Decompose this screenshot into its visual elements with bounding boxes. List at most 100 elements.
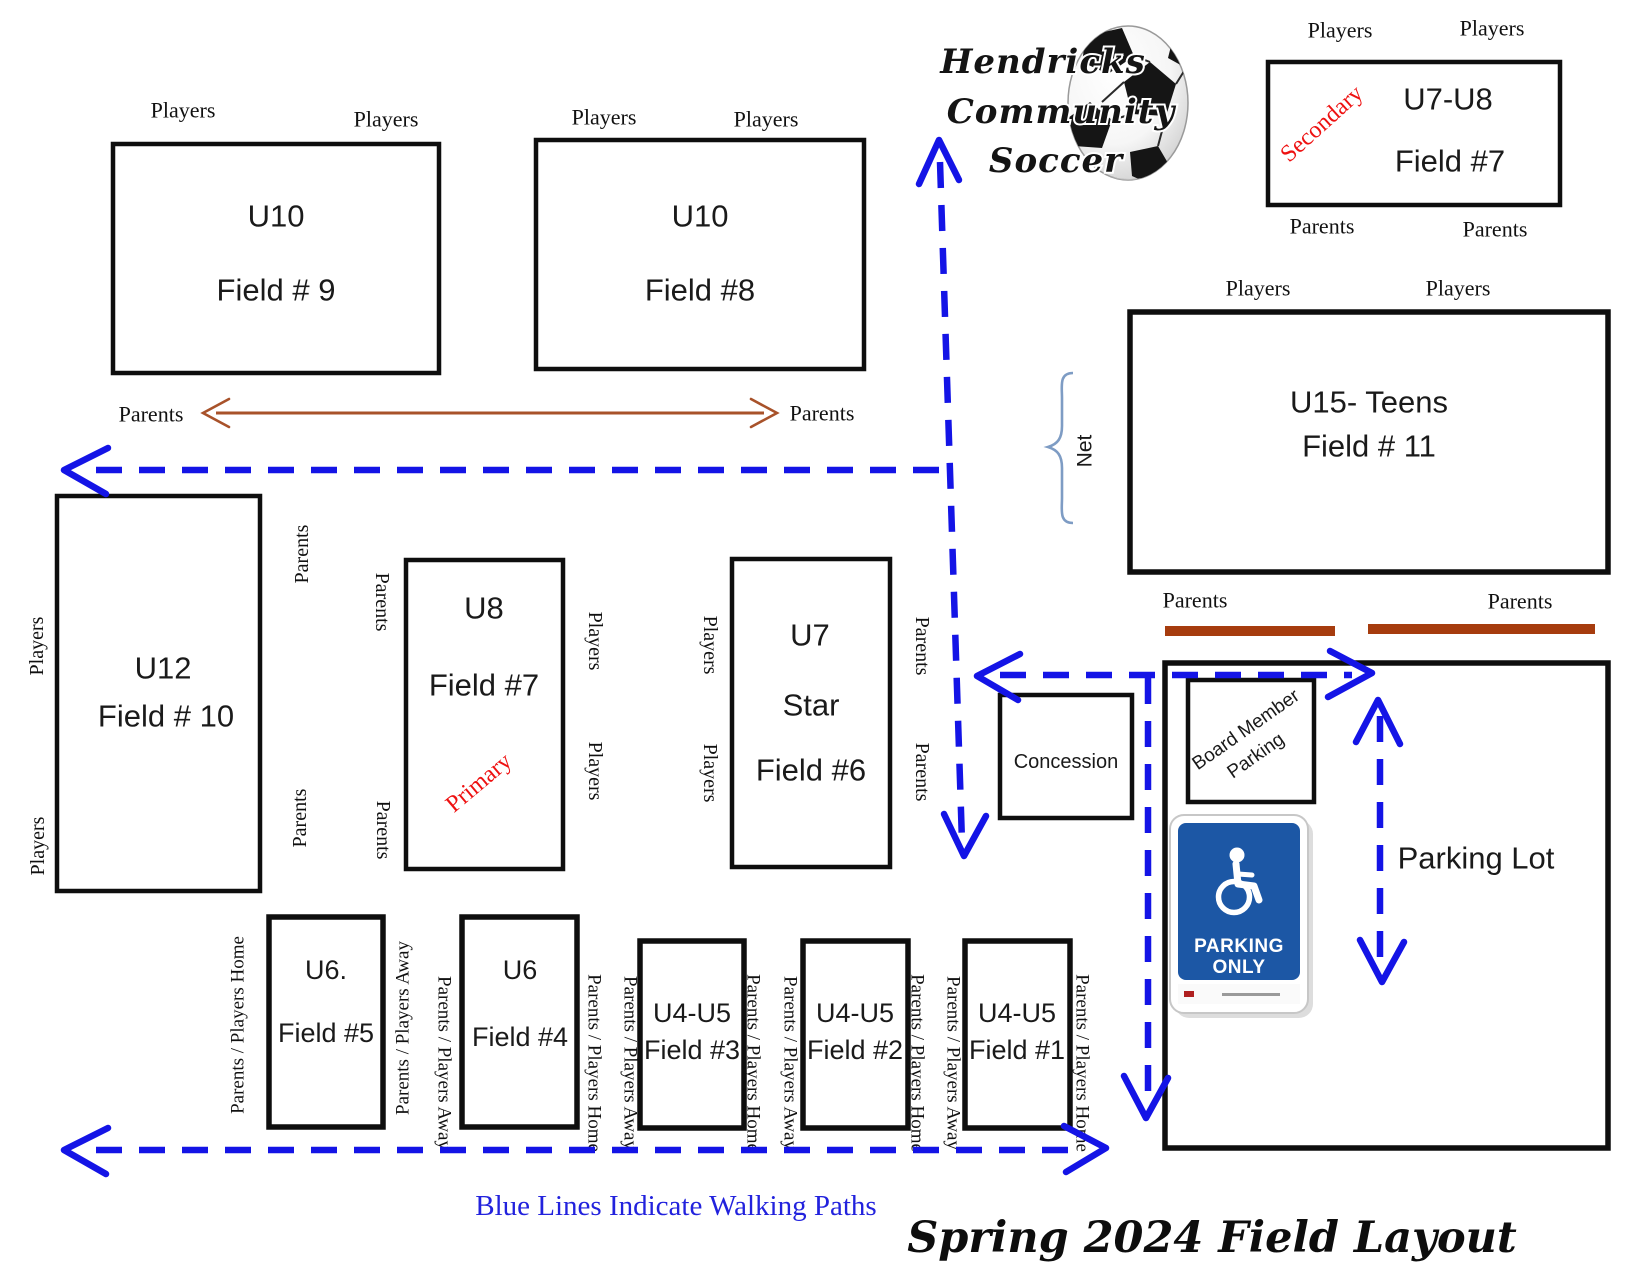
f3-left-label: Parents / Players Away <box>620 976 641 1150</box>
field-10-box <box>54 493 263 894</box>
f7t-players-left: Players <box>1308 18 1373 43</box>
bottom-row-side-labels: Parents / Players Home Parents / Players… <box>228 936 1093 1152</box>
field-8-box <box>533 137 867 372</box>
walking-path-vertical-main <box>936 161 966 843</box>
board-member-parking-box <box>1185 677 1317 805</box>
field-11-box <box>1127 309 1611 575</box>
f7t-players-right: Players <box>1460 16 1525 41</box>
logo-line-3: Soccer <box>989 141 1124 181</box>
walking-paths <box>60 136 1408 1178</box>
f11-parents-left: Parents <box>1163 588 1228 613</box>
field-1-name: Field #1 <box>969 1035 1065 1065</box>
field-11-group: U15- Teens <box>1290 385 1448 420</box>
f10-parents-top: Parents <box>291 524 313 583</box>
f5-right-label: Parents / Players Away <box>393 941 414 1115</box>
f3-right-label: Parents / Players Home <box>743 974 764 1152</box>
sign-blue-panel <box>1178 823 1300 980</box>
field-7-secondary-box <box>1265 59 1563 208</box>
field-8: U10 Field #8 Players Players Parents <box>533 105 867 426</box>
f1-left-label: Parents / Players Away <box>943 976 964 1150</box>
net-brace <box>1043 371 1074 525</box>
logo-line-1: Hendricks <box>939 42 1145 82</box>
f11-players-right: Players <box>1426 276 1491 301</box>
f4-left-label: Parents / Players Away <box>434 976 455 1150</box>
arrowhead-up-top <box>915 136 963 188</box>
field-11-name: Field # 11 <box>1302 429 1436 464</box>
walking-path-legend: Blue Lines Indicate Walking Paths <box>475 1190 876 1222</box>
field-9-parents: Parents <box>119 402 184 427</box>
f11-players-left: Players <box>1226 276 1291 301</box>
field-9-players-right: Players <box>354 107 419 132</box>
field-8-name: Field #8 <box>645 273 755 308</box>
field-4-box <box>459 914 580 1130</box>
field-11: U15- Teens Field # 11 Players Players Pa… <box>1043 276 1611 636</box>
field-3-box <box>637 938 747 1131</box>
f1-right-label: Parents / Players Home <box>1072 974 1093 1152</box>
board-member-parking: Board Member Parking <box>1185 677 1317 805</box>
concession-stand: Concession <box>997 692 1135 821</box>
arrowhead-down-parking <box>1356 936 1408 986</box>
f2-right-label: Parents / Players Home <box>907 974 928 1152</box>
field-9-players-left: Players <box>151 98 216 123</box>
f7t-parents-left: Parents <box>1290 214 1355 239</box>
field-7-secondary: U7-U8 Field #7 Secondary Players Players… <box>1265 16 1563 242</box>
field-8-parents: Parents <box>790 401 855 426</box>
f10-players-top: Players <box>26 616 48 675</box>
handicap-parking-sign: PARKING ONLY <box>1169 814 1313 1018</box>
field-1: U4-U5 Field #1 <box>962 938 1073 1131</box>
brown-arrow-right-head <box>749 397 780 429</box>
arrowhead-down-mid <box>940 810 990 860</box>
f7m-parents-top: Parents <box>371 573 393 632</box>
f6-parents-top: Parents <box>911 617 933 676</box>
field-4-group: U6 <box>503 955 538 985</box>
sign-line2: ONLY <box>1212 957 1265 978</box>
field-2-name: Field #2 <box>807 1035 903 1065</box>
f6-players-bottom: Players <box>699 744 721 803</box>
field-8-group: U10 <box>672 199 729 234</box>
sideline-bar-left <box>1165 626 1335 636</box>
field-7-primary-name: Field #7 <box>429 668 539 703</box>
concession-box <box>997 692 1135 821</box>
f5-left-label: Parents / Players Home <box>228 936 249 1114</box>
field-3-name: Field #3 <box>644 1035 740 1065</box>
field-7-secondary-group: U7-U8 <box>1403 82 1493 117</box>
arrowhead-left-upper <box>60 444 112 498</box>
field-6-name: Field #6 <box>756 753 866 788</box>
net-label: Net <box>1074 434 1097 467</box>
f6-parents-bottom: Parents <box>911 743 933 802</box>
field-4-name: Field #4 <box>472 1022 568 1052</box>
field-9-box <box>110 141 442 376</box>
arrowhead-right-bottom <box>1060 1122 1110 1176</box>
logo: Hendricks Community Soccer <box>937 25 1189 183</box>
f7m-parents-bottom: Parents <box>372 801 394 860</box>
sign-footer-mark <box>1184 991 1194 997</box>
field-6-group: U7 <box>790 618 830 653</box>
field-8-players-right: Players <box>734 107 799 132</box>
field-9-name: Field # 9 <box>217 273 336 308</box>
field-8-players-left: Players <box>572 105 637 130</box>
sideline-bar-right <box>1368 624 1595 634</box>
field-5-box <box>266 914 386 1130</box>
f7t-parents-right: Parents <box>1463 217 1528 242</box>
brown-arrow-left-head <box>200 397 231 429</box>
f4-right-label: Parents / Players Home <box>584 974 605 1152</box>
arrowhead-left-bottom <box>60 1124 112 1178</box>
f11-parents-right: Parents <box>1488 589 1553 614</box>
field-6-mid: Star <box>783 688 840 723</box>
concession-label: Concession <box>1014 751 1119 773</box>
logo-line-2: Community <box>947 92 1177 132</box>
field-7-primary-group: U8 <box>464 591 504 626</box>
arrowhead-left-middle <box>973 650 1024 704</box>
field-3-group: U4-U5 <box>653 998 731 1028</box>
field-2: U4-U5 Field #2 <box>800 938 911 1131</box>
field-4: U6 Field #4 <box>459 914 580 1130</box>
arrowhead-down-lot-edge <box>1120 1072 1172 1122</box>
f10-parents-bottom: Parents <box>289 788 311 847</box>
parking-lot-label: Parking Lot <box>1398 841 1555 876</box>
f7m-players-bottom: Players <box>584 742 606 801</box>
field-7-primary-box <box>403 557 566 872</box>
f2-left-label: Parents / Players Away <box>780 976 801 1150</box>
field-1-group: U4-U5 <box>978 998 1056 1028</box>
